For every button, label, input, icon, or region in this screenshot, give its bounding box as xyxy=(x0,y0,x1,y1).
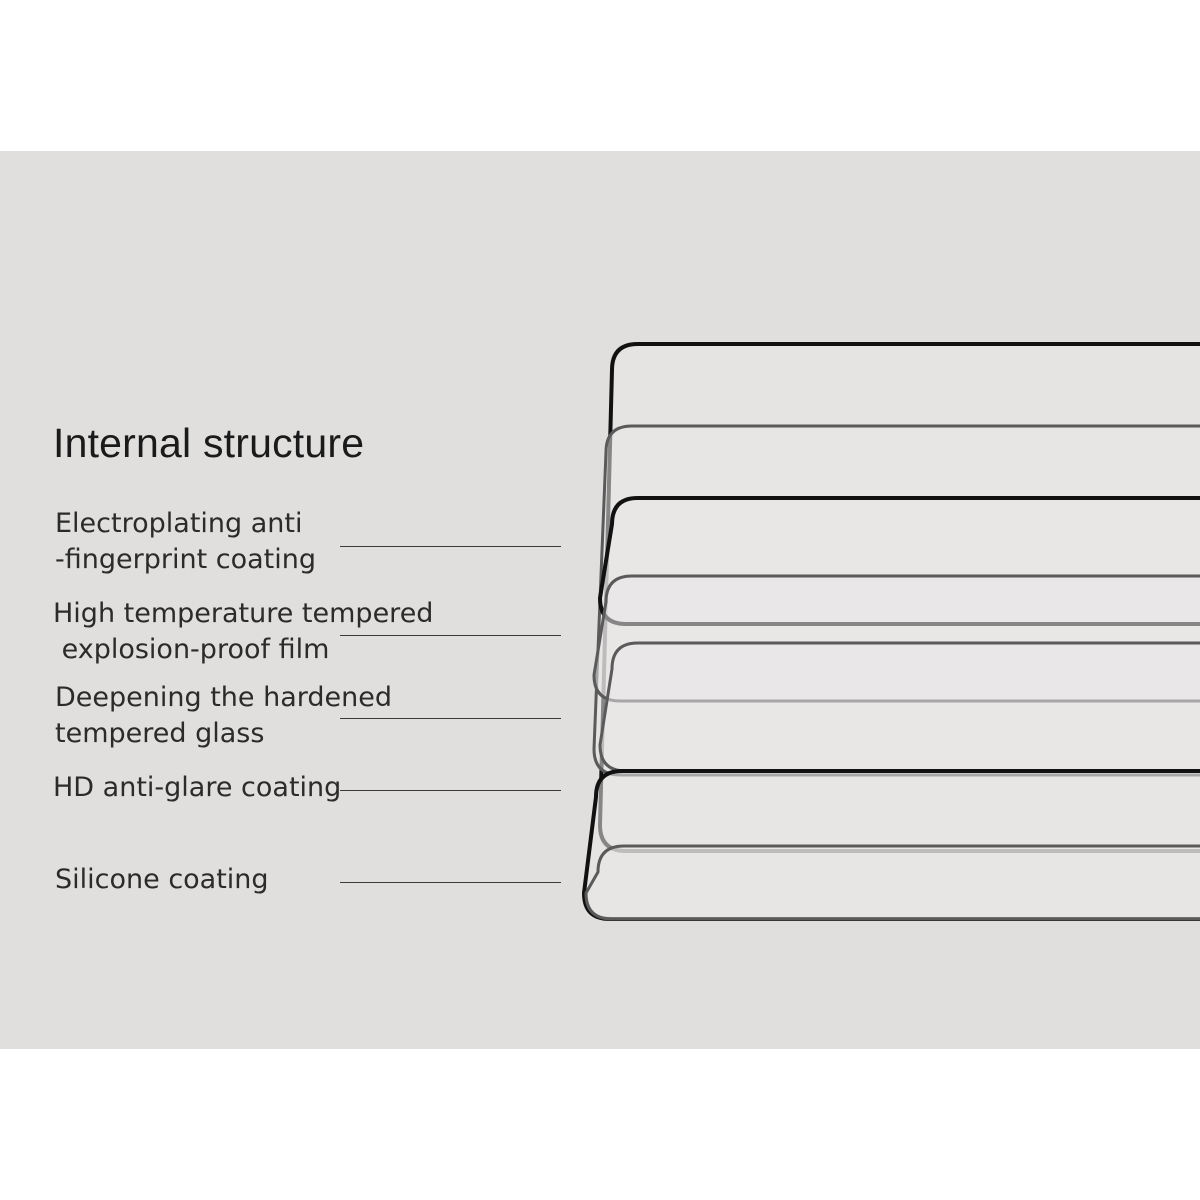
layer-label-silicone: Silicone coating xyxy=(55,862,269,898)
layer-label-tempered-glass: Deepening the hardened tempered glass xyxy=(55,680,392,752)
layer-label-explosion-proof-film: High temperature tempered explosion-proo… xyxy=(53,596,433,668)
layer-label-line: -fingerprint coating xyxy=(55,544,316,575)
leader-line-tempered-glass xyxy=(340,718,561,719)
layer-label-line: High temperature tempered xyxy=(53,598,434,629)
layer-label-line: explosion-proof film xyxy=(53,634,330,665)
sheet-base-fill xyxy=(586,846,1200,919)
layer-label-line: Deepening the hardened xyxy=(55,682,392,713)
sheet-anti-glare-fill xyxy=(600,643,1200,771)
leader-line-electroplating xyxy=(340,546,561,547)
layer-label-line: HD anti-glare coating xyxy=(53,772,342,803)
layer-label-line: Silicone coating xyxy=(55,864,269,895)
layer-label-line: Electroplating anti xyxy=(55,508,303,539)
leader-line-anti-glare xyxy=(340,790,561,791)
sheet-base-edge xyxy=(584,844,1200,921)
leader-line-explosion-proof-film xyxy=(340,635,561,636)
layer-label-electroplating: Electroplating anti -fingerprint coating xyxy=(55,506,316,578)
page-title: Internal structure xyxy=(53,420,365,466)
leader-line-silicone xyxy=(340,882,561,883)
layer-label-line: tempered glass xyxy=(55,718,265,749)
diagram-panel: Internal structure Electroplating anti -… xyxy=(0,151,1200,1049)
layer-label-anti-glare: HD anti-glare coating xyxy=(53,770,341,806)
layer-stack-illustration xyxy=(582,342,1200,921)
